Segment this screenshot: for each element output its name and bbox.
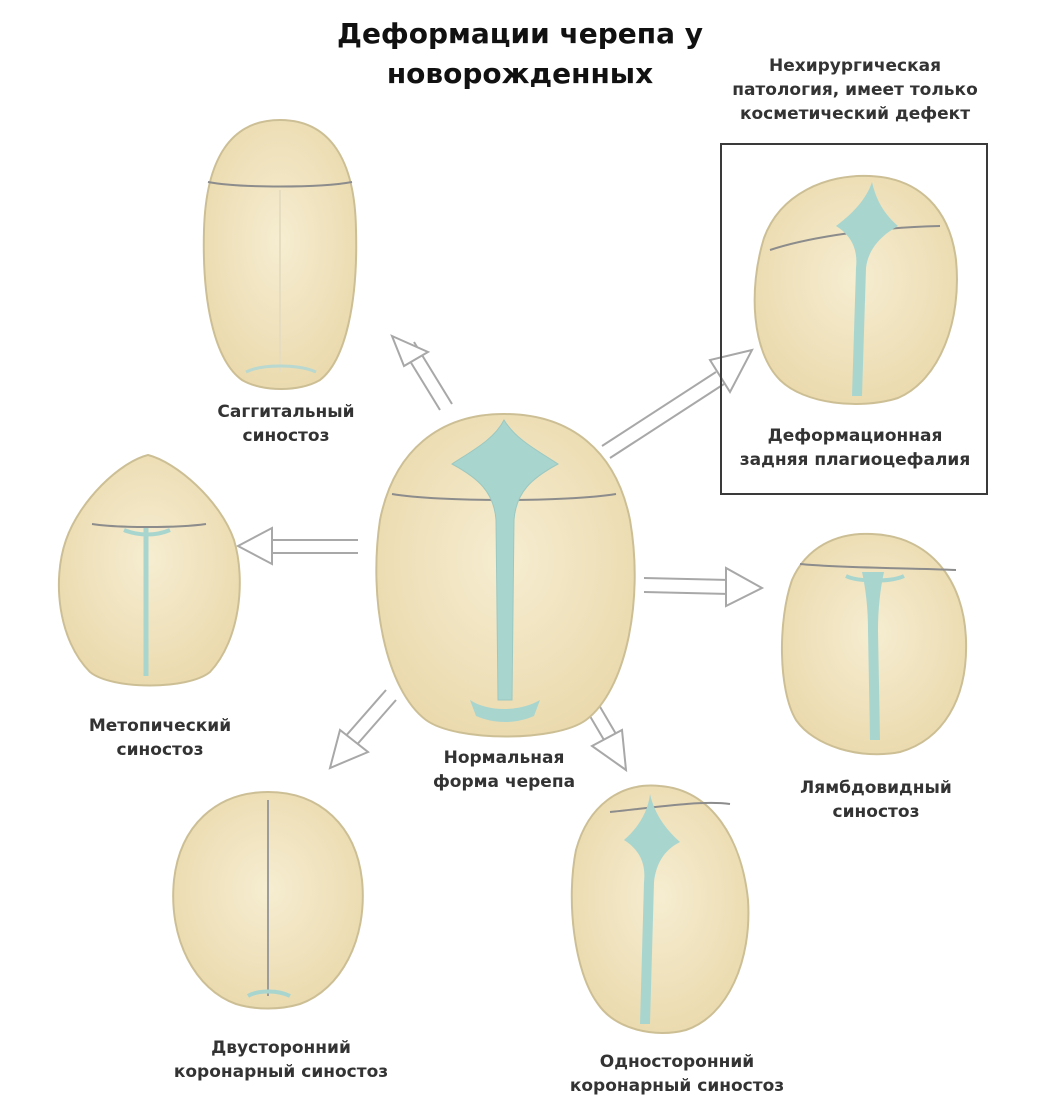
arrows: [235, 334, 765, 773]
label-metopic: Метопический синостоз: [60, 714, 260, 762]
label-sagittal-line-1: Саггитальный: [217, 402, 355, 422]
arrow-to-metopic: [235, 526, 358, 566]
label-metopic-line-1: Метопический: [88, 716, 232, 736]
label-metopic-line-2: синостоз: [116, 740, 204, 760]
label-sagittal-line-2: синостоз: [242, 426, 330, 446]
note-line-1: Нехирургическая: [768, 56, 942, 76]
label-lambdoid: Лямбдовидный синостоз: [776, 776, 976, 824]
page-title: Деформации черепа у новорожденных: [300, 14, 740, 94]
label-unicoronal: Односторонний коронарный синостоз: [552, 1050, 802, 1098]
label-lambdoid-line-1: Лямбдовидный: [800, 778, 952, 798]
label-bicoronal: Двусторонний коронарный синостоз: [156, 1036, 406, 1084]
skull-unicoronal: [570, 784, 750, 1034]
label-bicoronal-line-2: коронарный синостоз: [173, 1062, 389, 1082]
plagiocephaly-box: [720, 143, 988, 495]
note-line-2: патология, имеет только: [732, 80, 978, 100]
title-line-1: Деформации черепа у: [337, 17, 703, 50]
skull-lambdoid: [780, 532, 968, 756]
skull-bicoronal: [172, 790, 364, 1010]
label-plagiocephaly-line-2: задняя плагиоцефалия: [739, 450, 971, 470]
arrow-to-lambdoid: [643, 566, 765, 608]
note-label: Нехирургическая патология, имеет только …: [722, 54, 988, 126]
skull-metopic: [57, 453, 241, 687]
label-plagiocephaly: Деформационная задняя плагиоцефалия: [722, 424, 988, 472]
label-normal: Нормальная форма черепа: [404, 746, 604, 794]
label-lambdoid-line-2: синостоз: [832, 802, 920, 822]
note-line-3: косметический дефект: [739, 104, 971, 124]
arrow-to-sagittal: [390, 334, 453, 411]
label-sagittal: Саггитальный синостоз: [186, 400, 386, 448]
arrow-to-bicoronal: [328, 689, 397, 770]
label-normal-line-2: форма черепа: [432, 772, 576, 792]
label-plagiocephaly-line-1: Деформационная: [767, 426, 943, 446]
skull-plagiocephaly: [753, 174, 958, 405]
label-bicoronal-line-1: Двусторонний: [211, 1038, 351, 1058]
label-unicoronal-line-2: коронарный синостоз: [569, 1076, 785, 1096]
title-line-2: новорожденных: [386, 57, 654, 90]
skull-normal: [375, 412, 636, 738]
skull-sagittal: [202, 118, 358, 390]
label-unicoronal-line-1: Односторонний: [599, 1052, 755, 1072]
label-normal-line-1: Нормальная: [443, 748, 565, 768]
